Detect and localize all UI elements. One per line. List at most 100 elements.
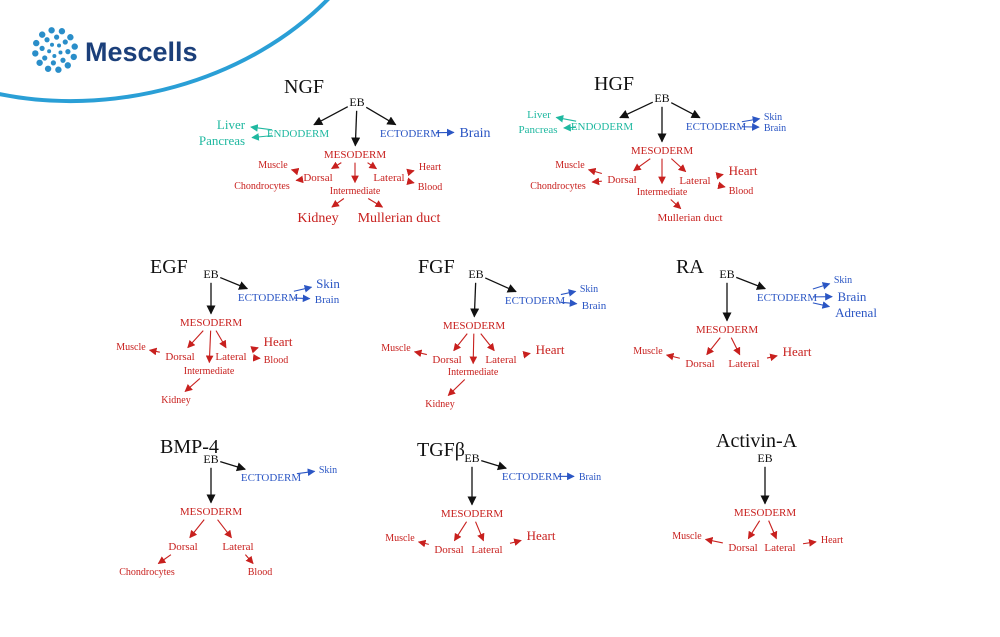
node-lateral: Lateral xyxy=(728,358,759,370)
node-ectoderm: ECTODERM xyxy=(238,292,299,304)
logo-dot xyxy=(36,60,42,66)
node-heart: Heart xyxy=(419,162,441,173)
logo-dot xyxy=(72,43,78,49)
arrow-lateral-to-heart xyxy=(803,542,816,544)
node-muscle: Muscle xyxy=(258,160,288,171)
node-intermediate: Intermediate xyxy=(448,367,499,378)
arrow-mesoderm-to-dorsal xyxy=(748,521,759,539)
arrow-lateral-to-heart xyxy=(524,353,530,354)
arrow-eb-to-ectoderm xyxy=(736,277,765,288)
node-mesoderm: MESODERM xyxy=(441,508,504,520)
node-chondrocytes: Chondrocytes xyxy=(119,567,175,578)
arrow-eb-to-ectoderm xyxy=(485,278,516,292)
node-blood: Blood xyxy=(248,567,272,578)
panel-title: HGF xyxy=(594,73,634,95)
arrow-intermediate-to-kidney xyxy=(448,380,465,396)
logo-dot xyxy=(39,31,45,37)
node-mesoderm: MESODERM xyxy=(696,324,759,336)
node-heart: Heart xyxy=(264,334,293,349)
arrow-eb-to-mesoderm xyxy=(355,111,356,146)
node-heart: Heart xyxy=(527,528,556,543)
node-lateral: Lateral xyxy=(222,541,253,553)
logo-dot xyxy=(47,49,51,53)
arrow-mesoderm-to-dorsal xyxy=(634,159,651,171)
arrow-dorsal-to-muscle xyxy=(292,170,298,172)
arrow-dorsal-to-muscle xyxy=(415,352,427,355)
node-brain: Brain xyxy=(315,294,340,306)
node-dorsal: Dorsal xyxy=(303,172,332,184)
node-blood: Blood xyxy=(729,186,753,197)
node-endoderm: ENDODERM xyxy=(571,121,634,133)
node-mesoderm: MESODERM xyxy=(631,145,694,157)
node-lateral: Lateral xyxy=(215,351,246,363)
node-pancreas: Pancreas xyxy=(518,124,557,136)
logo-dot xyxy=(59,28,65,34)
node-dorsal: Dorsal xyxy=(607,174,636,186)
node-liver: Liver xyxy=(527,109,551,121)
arrow-eb-to-ectoderm xyxy=(220,278,247,289)
arrow-mesoderm-to-dorsal xyxy=(190,520,204,538)
logo-dot xyxy=(60,58,65,63)
node-dorsal: Dorsal xyxy=(168,541,197,553)
node-eb: EB xyxy=(468,267,483,281)
node-blood: Blood xyxy=(418,182,442,193)
node-ectoderm: ECTODERM xyxy=(757,292,818,304)
arrow-mesoderm-to-lateral xyxy=(769,521,777,539)
arrow-lateral-to-blood xyxy=(718,185,725,187)
arrow-mesoderm-to-lateral xyxy=(216,331,226,348)
logo-dot xyxy=(54,35,59,40)
node-pancreas: Pancreas xyxy=(199,133,245,148)
node-lateral: Lateral xyxy=(764,542,795,554)
node-heart: Heart xyxy=(821,535,843,546)
brand-logo: Mescells xyxy=(32,27,197,73)
panel-title: NGF xyxy=(284,76,324,98)
node-kidney: Kidney xyxy=(297,211,338,226)
arrow-dorsal-to-muscle xyxy=(667,355,680,358)
logo-dot xyxy=(71,54,77,60)
node-muscle: Muscle xyxy=(116,342,146,353)
node-chondrocytes: Chondrocytes xyxy=(234,181,290,192)
arrow-mesoderm-to-dorsal xyxy=(707,338,721,355)
node-muscle: Muscle xyxy=(555,160,585,171)
node-kidney: Kidney xyxy=(161,395,190,406)
logo-dot xyxy=(32,50,38,56)
arrow-mesoderm-to-dorsal xyxy=(332,163,342,169)
node-ectoderm: ECTODERM xyxy=(505,295,566,307)
logo-dot xyxy=(55,67,61,73)
node-eb: EB xyxy=(203,452,218,466)
logo-dot xyxy=(51,60,56,65)
arrow-intermediate-to-kidney xyxy=(332,199,344,208)
logo-dot xyxy=(52,54,56,58)
arrow-dorsal-to-muscle xyxy=(706,539,723,543)
arrow-ectoderm-to-skin xyxy=(813,284,830,289)
arrow-lateral-to-heart xyxy=(718,174,723,175)
arrow-lateral-to-heart xyxy=(412,171,414,172)
node-skin: Skin xyxy=(834,275,852,286)
brand-name: Mescells xyxy=(85,37,198,67)
node-dorsal: Dorsal xyxy=(728,542,757,554)
logo-dot xyxy=(65,62,71,68)
arrow-dorsal-to-chondrocytes xyxy=(158,555,171,564)
arrow-intermediate-to-mullerian xyxy=(671,200,681,209)
logo-dot xyxy=(33,40,39,46)
logo-dot xyxy=(63,39,68,44)
node-intermediate: Intermediate xyxy=(184,366,235,377)
panel-title: Activin-A xyxy=(716,430,798,452)
node-lateral: Lateral xyxy=(471,544,502,556)
node-eb: EB xyxy=(349,95,364,109)
node-skin: Skin xyxy=(319,465,337,476)
node-eb: EB xyxy=(654,91,669,105)
node-heart: Heart xyxy=(783,344,812,359)
node-brain: Brain xyxy=(838,289,867,304)
arrow-intermediate-to-mullerian xyxy=(368,199,382,208)
node-skin: Skin xyxy=(580,284,598,295)
arrow-mesoderm-to-lateral xyxy=(218,520,232,538)
arrow-eb-to-mesoderm xyxy=(474,283,475,317)
arrow-mesoderm-to-intermediate xyxy=(473,334,474,364)
node-muscle: Muscle xyxy=(381,343,411,354)
logo-dot xyxy=(45,66,51,72)
panel-title: RA xyxy=(676,256,704,278)
